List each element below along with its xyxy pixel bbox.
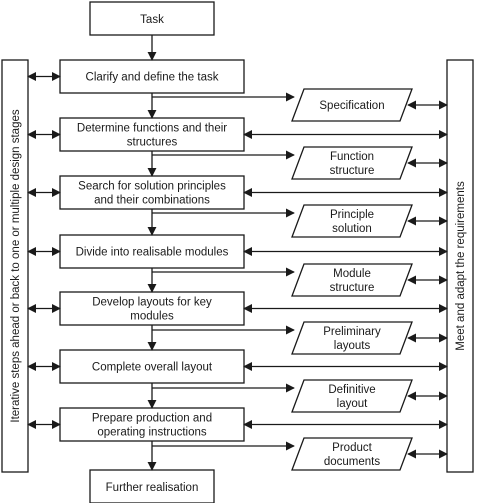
step-5-line-2: modules	[130, 311, 174, 323]
right-requirements-label: Meet and adapt the requirements	[455, 181, 467, 351]
output-document-3	[291, 204, 413, 238]
step-4-line-1: Divide into realisable modules	[76, 247, 229, 259]
output-6-line-1: Definitive	[328, 384, 375, 396]
output-2-line-2: structure	[330, 165, 375, 177]
output-7-line-1: Product	[332, 442, 372, 454]
output-document-1	[291, 88, 413, 122]
output-3-line-1: Principle	[330, 209, 374, 221]
output-document-6	[291, 379, 413, 413]
further-realisation-box	[89, 469, 215, 503]
right-requirements-bar	[446, 59, 474, 473]
task-label: Task	[140, 14, 164, 26]
output-1-line-1: Specification	[319, 100, 384, 112]
step-7-line-2: operating instructions	[97, 427, 207, 439]
output-5-line-1: Preliminary	[323, 326, 381, 338]
step-2-line-1: Determine functions and their	[77, 123, 227, 135]
step-6-line-1: Complete overall layout	[92, 362, 213, 374]
output-document-4	[291, 263, 413, 297]
output-document-5	[291, 321, 413, 355]
step-2-line-2: structures	[127, 137, 178, 149]
task-box	[89, 1, 215, 36]
step-3-line-2: and their combinations	[94, 195, 210, 207]
left-iteration-label: Iterative steps ahead or back to one or …	[10, 109, 22, 422]
further-realisation-label: Further realisation	[106, 482, 199, 494]
output-document-7	[291, 437, 413, 471]
output-4-line-1: Module	[333, 268, 371, 280]
step-7-line-1: Prepare production and	[92, 413, 212, 425]
output-5-line-2: layouts	[334, 340, 371, 352]
output-6-line-2: layout	[337, 398, 368, 410]
step-5-line-1: Develop layouts for key	[92, 297, 212, 309]
left-iteration-bar	[1, 59, 29, 473]
output-document-2	[291, 146, 413, 180]
step-1-line-1: Clarify and define the task	[86, 72, 219, 84]
output-7-line-2: documents	[324, 456, 381, 468]
step-box-6	[59, 349, 245, 384]
step-3-line-1: Search for solution principles	[78, 181, 226, 193]
output-2-line-1: Function	[330, 151, 374, 163]
output-4-line-2: structure	[330, 282, 375, 294]
output-3-line-2: solution	[332, 223, 372, 235]
